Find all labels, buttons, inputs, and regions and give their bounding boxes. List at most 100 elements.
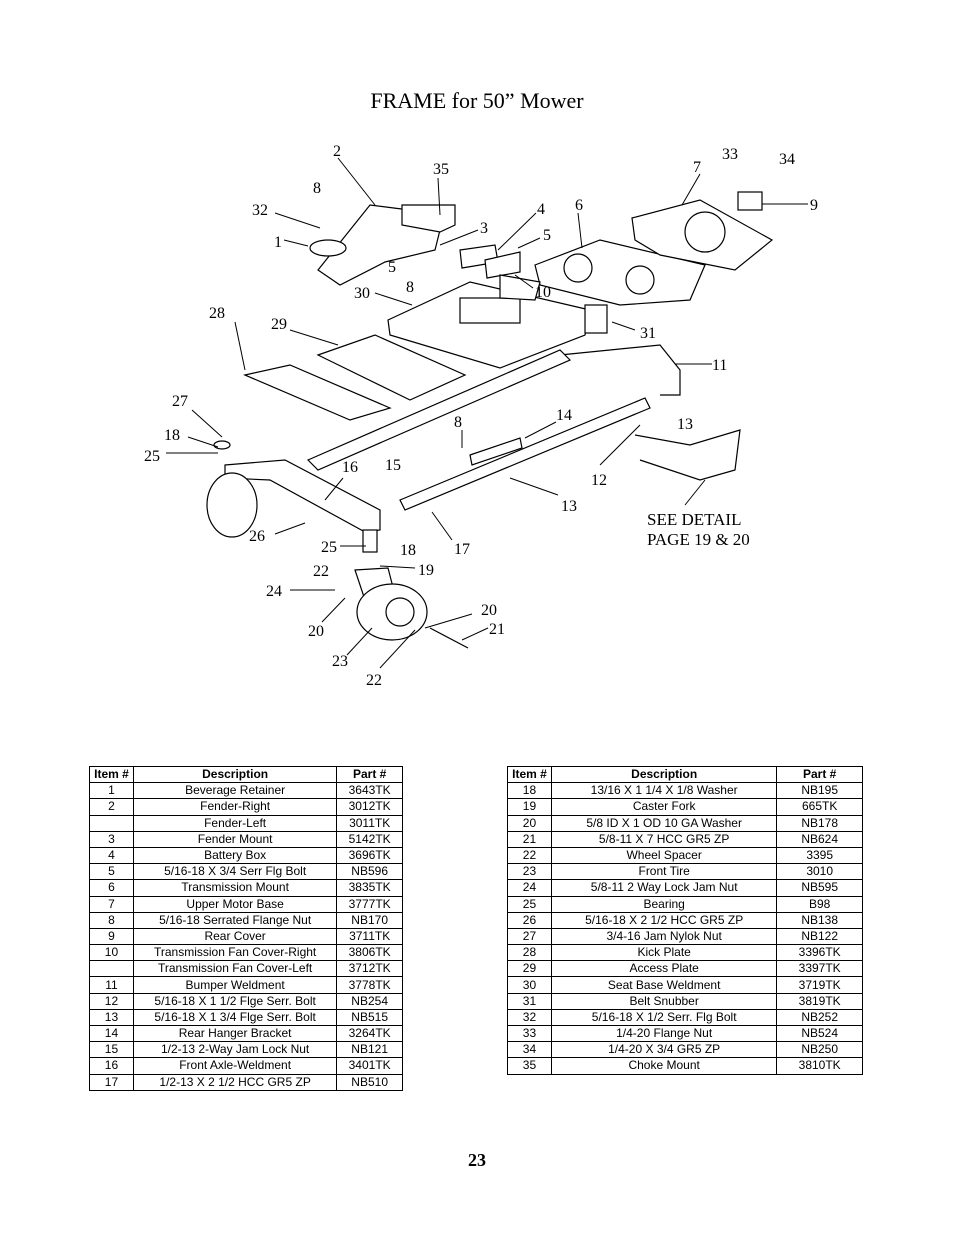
part-number-cell: 3397TK [776,960,863,978]
item-number-cell: 12 [89,992,134,1010]
description-cell: 13/16 X 1 1/4 X 1/8 Washer [550,782,778,800]
description-cell: Fender-Right [132,798,338,816]
part-number-cell: 665TK [776,798,863,816]
item-number-cell: 29 [507,960,552,978]
part-number-cell: NB254 [336,992,403,1010]
item-number-cell: 35 [507,1057,552,1075]
item-number-cell: 21 [507,830,552,848]
callout-10: 10 [535,284,551,301]
part-number-cell: 5142TK [336,830,403,848]
table-header-row: Item # Description Part # [507,765,863,784]
item-number-cell: 33 [507,1024,552,1043]
description-cell: 1/4-20 X 3/4 GR5 ZP [550,1041,778,1059]
description-cell: Bearing [550,895,778,913]
header-description: Description [550,765,778,784]
description-cell: Fender-Left [132,814,338,832]
part-number-cell: 3711TK [336,927,403,946]
transmission-hole-right [625,265,655,295]
part-number-cell: NB195 [776,782,863,800]
see-detail-note: SEE DETAIL PAGE 19 & 20 [647,510,750,550]
callout-8: 8 [406,279,414,296]
part-number-cell: NB170 [336,911,403,929]
callout-17: 17 [454,541,470,558]
description-cell: 5/16-18 X 1/2 Serr. Flg Bolt [550,1008,778,1027]
callout-8: 8 [454,414,462,431]
callout-34: 34 [779,151,795,168]
part-number-cell: 3011TK [336,814,403,832]
description-cell: Seat Base Weldment [550,976,778,994]
page-number: 23 [468,1150,486,1170]
callout-18: 18 [400,542,416,559]
part-number-cell: 3819TK [776,992,863,1010]
callout-1: 1 [274,234,282,251]
description-cell: Transmission Fan Cover-Right [132,944,338,962]
part-number-cell: 3264TK [336,1024,403,1043]
part-number-cell: 3396TK [776,944,863,962]
header-part: Part # [336,765,403,784]
item-number-cell: 24 [507,879,552,897]
callout-19: 19 [418,562,434,579]
callout-13: 13 [677,416,693,433]
header-item: Item # [507,765,552,784]
part-number-cell: NB252 [776,1008,863,1027]
callout-24: 24 [266,583,282,600]
item-number-cell: 26 [507,911,552,929]
motor-base-hole [684,211,726,253]
callout-23: 23 [332,653,348,670]
item-number-cell: 27 [507,927,552,946]
item-number-cell: 17 [89,1073,134,1091]
callout-3: 3 [480,220,488,237]
item-number-cell: 30 [507,976,552,994]
item-number-cell: 2 [89,798,134,816]
description-cell: 5/8 ID X 1 OD 10 GA Washer [550,814,778,832]
description-cell: Rear Hanger Bracket [132,1024,338,1043]
callout-22: 22 [313,563,329,580]
fan-cover-part [499,274,541,301]
callout-30: 30 [354,285,370,302]
callout-20: 20 [481,602,497,619]
callout-27: 27 [172,393,188,410]
callout-8: 8 [313,180,321,197]
part-number-cell: 3401TK [336,1057,403,1075]
callout-9: 9 [810,197,818,214]
front-tire-hub [385,597,415,627]
bearing-stack-part [362,529,378,553]
description-cell: 5/8-11 X 7 HCC GR5 ZP [550,830,778,848]
description-cell: 5/16-18 X 3/4 Serr Flg Bolt [132,863,338,881]
description-cell: Bumper Weldment [132,976,338,994]
frame-rail-right [399,397,651,511]
item-number-cell: 11 [89,976,134,994]
access-plate-part [316,334,467,401]
beverage-retainer-part [309,239,347,257]
callout-25: 25 [321,539,337,556]
front-tire-right-part [356,583,428,641]
callout-22: 22 [366,672,382,689]
description-cell: Beverage Retainer [132,782,338,800]
choke-mount-part [401,204,456,233]
see-detail-line-2: PAGE 19 & 20 [647,530,750,549]
seat-base-window [459,297,521,324]
description-cell: Fender Mount [132,830,338,848]
callout-15: 15 [385,457,401,474]
rear-hanger-bracket-part [469,437,523,466]
